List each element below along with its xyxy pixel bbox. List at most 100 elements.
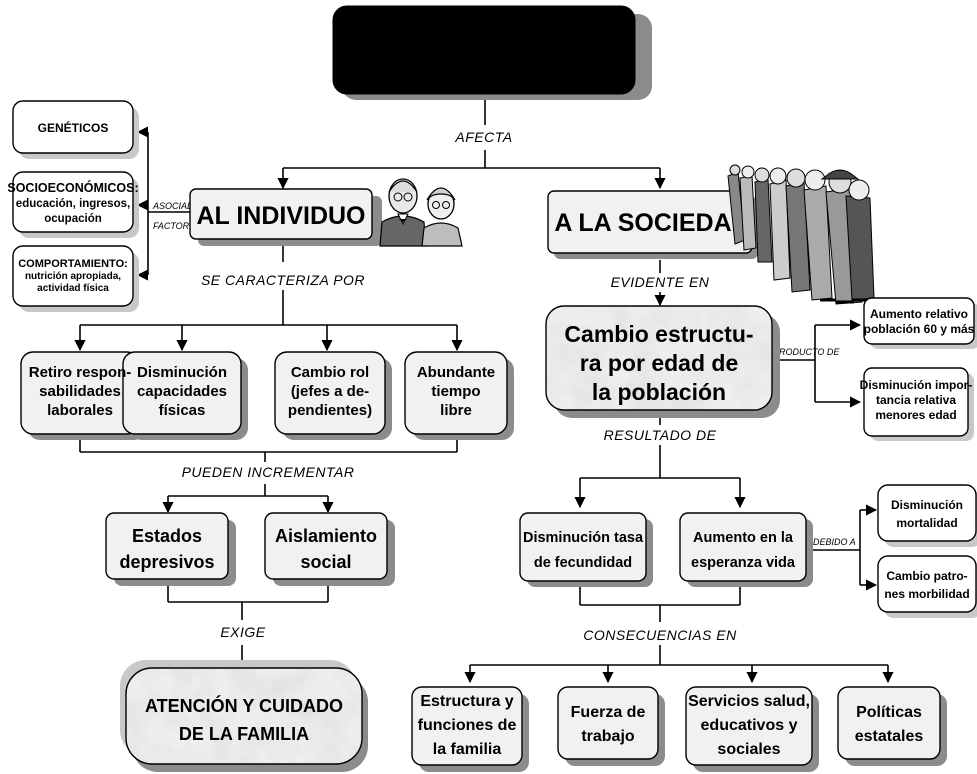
consecuencia-1-text-line: funciones de <box>418 717 517 734</box>
atencion-text-line: ATENCIÓN Y CUIDADO <box>145 695 343 716</box>
label-evidente-en: EVIDENTE EN <box>611 274 710 290</box>
individuo-label: AL INDIVIDUO <box>197 202 366 230</box>
debido-1-text-line: mortalidad <box>896 516 957 530</box>
cambio-text-line: la población <box>592 379 726 405</box>
caracteristica-3-text-line: (jefes a de- <box>291 383 369 400</box>
producto-2-text-line: menores edad <box>875 408 956 422</box>
consecuencia-2-text-line: Fuerza de <box>571 704 646 721</box>
label-factores: FACTORES <box>153 221 201 231</box>
caracteristica-2-text-line: Disminución <box>137 364 227 381</box>
consecuencia-4-text-line: estatales <box>855 728 924 745</box>
caracteristica-2-text-line: físicas <box>159 402 206 419</box>
consecuencia-3-text-line: educativos y <box>701 717 798 734</box>
consecuencia-2-text: Fuerza de trabajo <box>571 704 646 745</box>
caracteristica-4-text: Abundante tiempo libre <box>417 364 495 419</box>
resultado-1-text-line: Disminución tasa <box>523 530 644 546</box>
producto-boxes <box>863 297 977 441</box>
resultado-2-text-line: esperanza vida <box>691 555 796 571</box>
factor-socioeconomicos-text-line: educación, ingresos, <box>16 198 130 210</box>
label-consecuencias-en: CONSECUENCIAS EN <box>583 627 737 643</box>
caracteristica-3-text: Cambio rol (jefes a de-pendientes) <box>288 364 372 419</box>
label-asociado: ASOCIADO <box>152 201 201 211</box>
debido-2-text: Cambio patro-nes morbilidad <box>884 569 969 601</box>
factor-socioeconomicos-text-line: ocupación <box>44 213 102 225</box>
label-pueden-incrementar: PUEDEN INCREMENTAR <box>182 464 355 480</box>
sociedad-label: A LA SOCIEDAD <box>554 209 749 237</box>
resultados-boxes <box>519 512 813 587</box>
consecuencia-3-text-line: Servicios salud, <box>688 693 810 710</box>
cambio-text-line: Cambio estructu- <box>564 321 753 347</box>
atencion-text-line: DE LA FAMILIA <box>179 724 309 744</box>
debido-2-text-line: Cambio patro- <box>886 569 967 583</box>
cambio-text: Cambio estructu-ra por edad de la poblaci… <box>564 321 753 405</box>
caracteristica-1-text-line: laborales <box>47 402 113 419</box>
cambio-text-line: ra por edad de <box>580 350 738 376</box>
factor-geneticos <box>12 100 139 159</box>
connector-lines <box>74 98 894 684</box>
resultado-2-text: Aumento en la esperanza vida <box>691 530 796 571</box>
incrementos-boxes <box>105 512 395 586</box>
factor-texts: GENÉTICOS SOCIOECONÓMICOS: educación, ingr… <box>7 120 138 294</box>
producto-2-text-line: tancia relativa <box>876 393 956 407</box>
caracteristicas-texts: Retiro respon-sabilidades laborales Dismin… <box>29 364 495 419</box>
producto-2-text-line: Disminución impor- <box>860 378 973 392</box>
consecuencia-2-text-line: trabajo <box>581 728 635 745</box>
consecuencia-1-text-line: Estructura y <box>420 693 513 710</box>
consecuencia-3-text: Servicios salud, educativos y sociales <box>688 693 810 758</box>
consecuencias-boxes <box>411 686 947 772</box>
label-resultado-de: RESULTADO DE <box>604 427 717 443</box>
factor-geneticos-text-line: GENÉTICOS <box>38 120 109 135</box>
factor-geneticos-text: GENÉTICOS <box>38 120 109 135</box>
node-individuo: AL INDIVIDUO <box>189 188 382 246</box>
incremento-1-text-line: depresivos <box>119 552 214 572</box>
caracteristica-3-text-line: Cambio rol <box>291 364 369 381</box>
caracteristicas-boxes <box>20 351 514 440</box>
node-atencion <box>120 660 368 772</box>
resultado-1-text-line: de fecundidad <box>534 555 632 571</box>
consecuencia-3-text-line: sociales <box>717 741 780 758</box>
consecuencia-1-text-line: la familia <box>433 741 502 758</box>
factor-socioeconomicos-text-line: SOCIOECONÓMICOS: <box>7 180 138 195</box>
incremento-2-text-line: Aislamiento <box>275 526 377 546</box>
caracteristica-3-text-line: pendientes) <box>288 402 372 419</box>
factor-comportamiento-text-line: actividad física <box>37 283 109 294</box>
consecuencia-1-text: Estructura y funciones de la familia <box>418 693 517 758</box>
producto-1-text-line: población 60 y más <box>864 322 975 336</box>
caracteristica-1-text-line: Retiro respon- <box>29 364 132 381</box>
label-exige: EXIGE <box>220 624 265 640</box>
debido-2-text-line: nes morbilidad <box>884 587 969 601</box>
caracteristica-1-text-line: sabilidades <box>39 383 121 400</box>
resultados-texts: Disminución tasa de fecundidad Aumento en … <box>523 530 796 571</box>
caracteristica-4-text-line: libre <box>440 402 472 419</box>
node-sociedad: A LA SOCIEDAD <box>547 190 758 259</box>
title-line: PROCESO <box>416 18 551 48</box>
caracteristica-4-text-line: tiempo <box>431 383 480 400</box>
factor-comportamiento <box>12 245 139 312</box>
factor-comportamiento-text: COMPORTAMIENTO:nutrición apropiada,activ… <box>18 258 128 294</box>
incremento-1-text-line: Estados <box>132 526 202 546</box>
consecuencia-4-text-line: Políticas <box>856 704 922 721</box>
node-cambio <box>545 305 780 418</box>
debido-boxes <box>877 484 977 618</box>
consecuencia-4-text: Políticas estatales <box>855 704 924 745</box>
factor-socioeconomicos-text: SOCIOECONÓMICOS: educación, ingresos, ocup… <box>7 180 138 225</box>
label-producto-de: PRODUCTO DE <box>773 347 840 357</box>
consecuencias-texts: Estructura y funciones de la familia Fuerza… <box>418 693 924 758</box>
resultado-1-text: Disminución tasa de fecundidad <box>523 530 644 571</box>
caracteristica-2-text-line: capacidades <box>137 383 227 400</box>
title-line: ENVEJECIMIENTO <box>365 50 603 80</box>
factor-comportamiento-text-line: nutrición apropiada, <box>25 271 121 282</box>
resultado-2-text-line: Aumento en la <box>693 530 794 546</box>
caracteristica-2-text: Disminución capacidades físicas <box>137 364 227 419</box>
producto-1-text-line: Aumento relativo <box>870 307 968 321</box>
caracteristica-4-text-line: Abundante <box>417 364 495 381</box>
crowd-illustration <box>727 164 875 305</box>
